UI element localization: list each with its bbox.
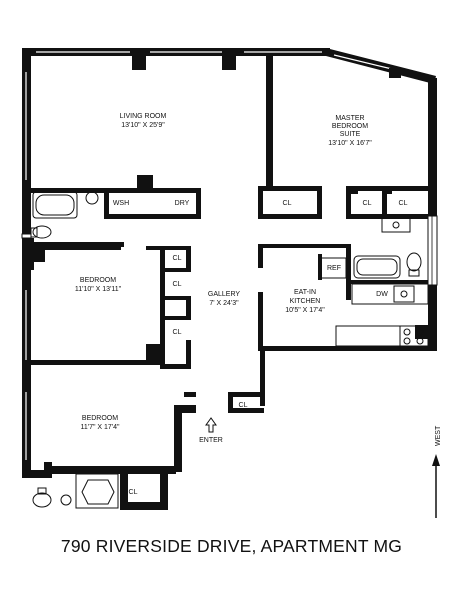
closet-label: CL	[173, 329, 182, 336]
compass-label: WEST	[435, 425, 442, 446]
closet-label: CL	[363, 200, 372, 207]
kitchen-label-2: KITCHEN	[290, 298, 321, 305]
closet-label: CL	[129, 489, 138, 496]
living-room-dims: 13'10" X 25'9"	[121, 122, 165, 129]
entry-arrow	[205, 417, 217, 433]
kitchen-counter	[335, 283, 431, 347]
compass-arrow	[432, 454, 440, 518]
bedroom-3-dims: 11'7" X 17'4"	[80, 424, 120, 431]
washer-label: WSH	[113, 200, 129, 207]
kitchen-label-1: EAT-IN	[294, 289, 316, 296]
interior-walls	[31, 56, 434, 413]
columns	[31, 56, 429, 360]
living-room-label: LIVING ROOM	[120, 113, 167, 120]
master-bath-fixtures	[353, 217, 422, 279]
master-label-2: BEDROOM	[332, 123, 368, 130]
floor-plan: LIVING ROOM 13'10" X 25'9" MASTER BEDROO…	[21, 48, 442, 518]
fridge-label: REF	[327, 265, 341, 272]
bedroom-bath-fixtures	[32, 473, 119, 509]
dryer-label: DRY	[175, 200, 190, 207]
stove	[399, 325, 429, 347]
bedroom-2-label: BEDROOM	[80, 277, 116, 284]
closet-label: CL	[173, 255, 182, 262]
listing-caption: 790 RIVERSIDE DRIVE, APARTMENT MG	[60, 536, 403, 556]
bedroom-2-dims: 11'10" X 13'11"	[75, 286, 122, 293]
enter-label: ENTER	[199, 437, 223, 444]
windows	[25, 51, 433, 460]
room-labels: LIVING ROOM 13'10" X 25'9" MASTER BEDROO…	[75, 113, 372, 444]
fridge	[319, 257, 347, 279]
master-label-1: MASTER	[335, 115, 364, 122]
master-label-3: SUITE	[340, 131, 361, 138]
closet-label: CL	[283, 200, 292, 207]
kitchen-dims: 10'5" X 17'4"	[285, 307, 325, 314]
master-dims: 13'10" X 16'7"	[328, 140, 372, 147]
bedroom-3-label: BEDROOM	[82, 415, 118, 422]
closet-label: CL	[173, 281, 182, 288]
hall-bath-fixtures	[30, 191, 99, 239]
fixture-labels: WSH DRY CL CL CL CL CL CL CL CL REF DW	[113, 200, 408, 496]
gallery-label: GALLERY	[208, 291, 240, 298]
closet-label: CL	[399, 200, 408, 207]
closet-label: CL	[239, 402, 248, 409]
gallery-dims: 7' X 24'3"	[209, 300, 239, 307]
dishwasher-label: DW	[376, 291, 388, 298]
